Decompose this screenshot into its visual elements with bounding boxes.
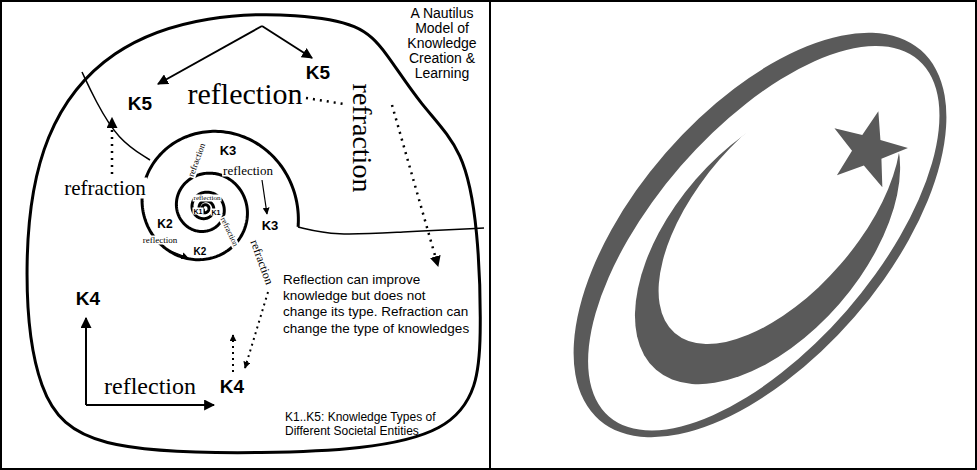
chamber-wall [298, 227, 484, 234]
knowledge-type: K2 [156, 218, 173, 230]
arrow [262, 180, 267, 214]
dotted-arrow [111, 118, 114, 174]
process-label: refraction [348, 83, 376, 194]
knowledge-type: K3 [219, 144, 238, 157]
process-label: reflection [187, 79, 304, 109]
process-label: refraction [248, 237, 276, 287]
logo-crescent [584, 51, 950, 432]
process-label: reflection [142, 236, 178, 245]
arrow [85, 318, 87, 405]
shell-outline [27, 15, 480, 453]
knowledge-type: K1 [211, 209, 222, 216]
knowledge-type: K5 [127, 94, 153, 113]
note: Reflection can improve knowledge but doe… [283, 272, 471, 337]
knowledge-type: K1 [193, 208, 204, 215]
dotted-path [306, 98, 344, 104]
knowledge-type: K3 [261, 219, 280, 232]
arrow [86, 404, 214, 406]
spiral [142, 131, 298, 259]
process-label: reflection [103, 374, 197, 398]
knowledge-type: K5 [305, 63, 331, 82]
key-note: K1..K5: Knowledge Types of Different Soc… [285, 410, 473, 439]
process-label: reflection [193, 195, 222, 202]
knowledge-type: K2 [193, 247, 208, 257]
panel-divider [489, 0, 491, 470]
logo [505, 0, 977, 470]
process-label: refraction [63, 178, 147, 199]
process-label: reflection [222, 164, 274, 177]
chamber-wall [82, 72, 150, 160]
process-label: refraction [218, 215, 239, 248]
diagram-title: A Nautilus Model of Knowledge Creation &… [398, 6, 486, 81]
dotted-arrow [232, 335, 234, 372]
dotted-arrow [392, 105, 438, 266]
arrow [168, 250, 188, 258]
knowledge-type: K4 [219, 377, 245, 396]
dotted-arrow [245, 292, 268, 368]
logo-star [823, 102, 915, 192]
arrow [262, 26, 312, 58]
arrow [158, 26, 262, 84]
knowledge-type: K4 [75, 289, 101, 308]
logo-ring [505, 0, 977, 470]
